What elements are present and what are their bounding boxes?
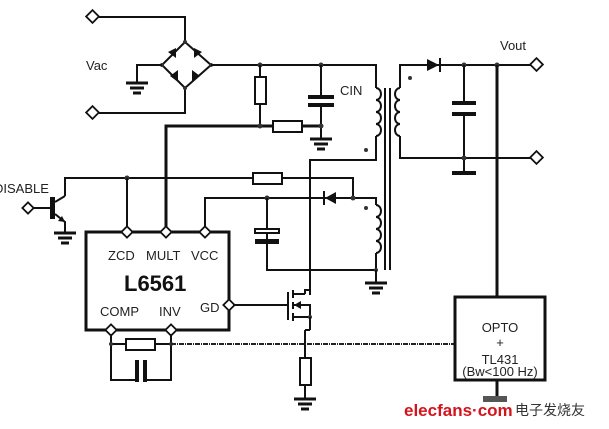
pin-gd-label: GD (200, 300, 220, 315)
opto-ground-bar (483, 396, 507, 402)
disable-transistor (33, 195, 66, 232)
pin-mult-label: MULT (146, 248, 180, 263)
comp-capacitor-plate-a (135, 360, 139, 382)
pin-vcc-label: VCC (191, 248, 218, 263)
opto-tl431-block: OPTO + TL431 (Bw<100 Hz) (453, 295, 547, 382)
ground-icon (365, 281, 387, 295)
cin-label: CIN (340, 83, 362, 98)
resistor-mult (272, 120, 303, 133)
watermark-brand: elecfans·com (404, 401, 513, 420)
vac-label: Vac (86, 58, 108, 73)
transformer (309, 76, 412, 295)
ground-icon (294, 397, 316, 411)
vout-terminal-negative[interactable] (528, 149, 545, 166)
tl431-label: TL431 (482, 352, 519, 367)
aux-diode (325, 192, 336, 204)
resistor-divider-top (254, 76, 267, 105)
ground-icon (310, 137, 332, 151)
vout-terminal-positive[interactable] (528, 56, 545, 73)
ac-input: Vac (84, 8, 186, 121)
disable-terminal[interactable] (21, 201, 35, 215)
comp-capacitor-plate-b (143, 360, 147, 382)
vac-terminal-bottom (84, 104, 101, 121)
opto-label: OPTO (482, 320, 519, 335)
resistor-startup (252, 172, 283, 185)
disable-label: DISABLE (0, 181, 49, 196)
capacitor-cin (308, 95, 334, 107)
pin-comp-label: COMP (100, 304, 139, 319)
mosfet (287, 290, 312, 321)
watermark-chinese: 电子发烧友 (515, 403, 585, 419)
ground-icon (126, 81, 148, 95)
bandwidth-label: (Bw<100 Hz) (462, 364, 538, 379)
pin-zcd-label: ZCD (108, 248, 135, 263)
vout-label: Vout (500, 38, 526, 53)
output-diode (427, 59, 439, 71)
opto-plus: + (496, 335, 504, 350)
dc-rail (211, 64, 377, 88)
secondary-ground-bar (452, 171, 476, 175)
bridge-rectifier (136, 40, 213, 90)
current-sense-resistor (299, 357, 312, 386)
output-capacitor (452, 101, 476, 116)
ground-icon (54, 231, 76, 245)
vac-terminal-top (84, 8, 101, 25)
pin-inv-label: INV (159, 304, 181, 319)
chip-name: L6561 (124, 271, 186, 296)
comp-resistor (125, 338, 156, 351)
vcc-capacitor (254, 228, 280, 244)
l6561-chip: ZCD MULT VCC L6561 COMP INV GD (84, 225, 236, 337)
